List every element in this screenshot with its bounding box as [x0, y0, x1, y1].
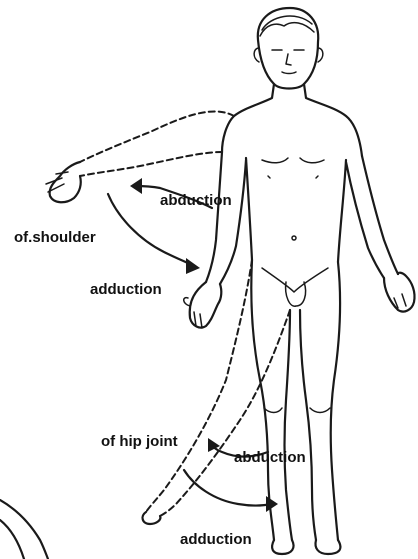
left-arm — [184, 152, 246, 328]
label-shoulder-abduction: abduction — [160, 192, 232, 209]
label-of-hip-joint: of hip joint — [101, 433, 178, 450]
label-hip-adduction: adduction — [180, 531, 252, 548]
human-figure — [184, 8, 415, 554]
label-shoulder-adduction: adduction — [90, 281, 162, 298]
partial-figure-fragment — [0, 500, 48, 559]
head — [254, 8, 323, 89]
arrow-hip-adduction — [184, 470, 278, 512]
label-hip-abduction: abduction — [234, 449, 306, 466]
label-of-shoulder: of.shoulder — [14, 229, 96, 246]
right-arm — [346, 156, 415, 312]
legs — [251, 260, 340, 554]
